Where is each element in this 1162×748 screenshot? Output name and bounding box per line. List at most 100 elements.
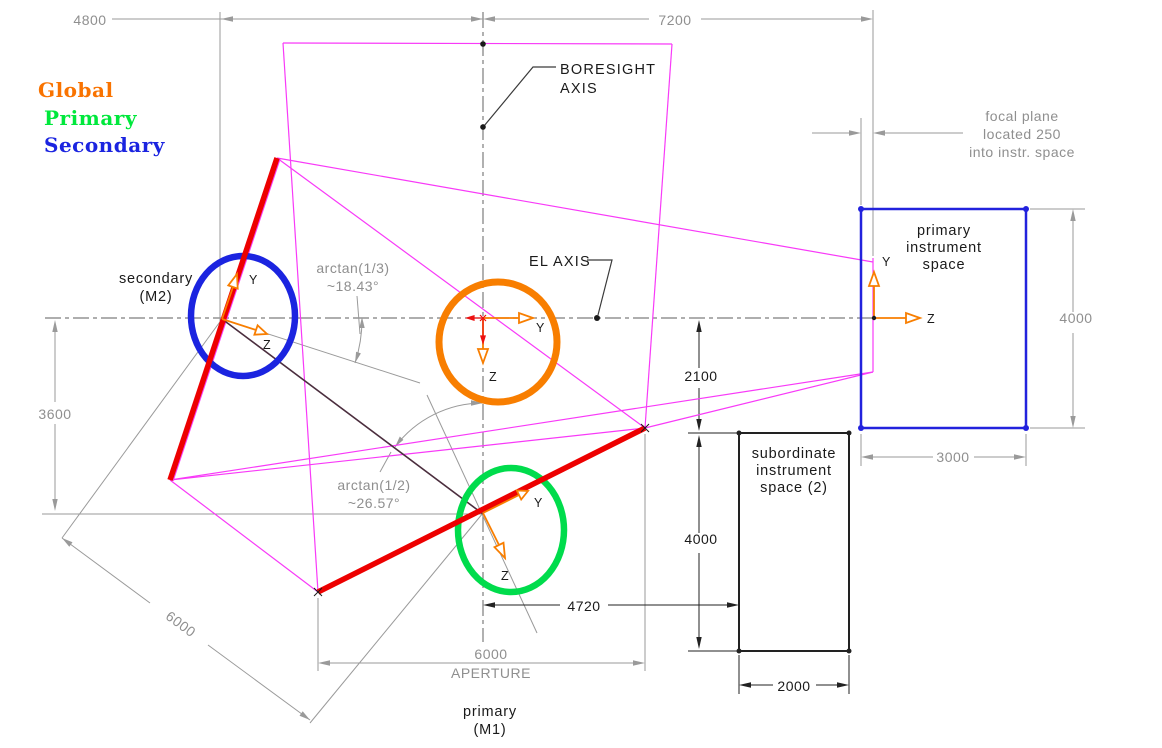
- coordinate-frames: [221, 269, 923, 561]
- primary-z-label: Z: [501, 569, 509, 583]
- corner-dot: [1023, 425, 1029, 431]
- instrument-origin-dot: [871, 315, 877, 321]
- arrow-4720-left: [483, 602, 495, 608]
- focal-plane-note-line1: focal plane: [985, 108, 1058, 124]
- arrow-arc26-b: [395, 436, 404, 447]
- el-axis-dot: [594, 315, 600, 321]
- ray-m2bottom-to-m1right: [169, 427, 646, 481]
- primary-mirror-label-line1: primary: [463, 704, 517, 720]
- dim-4800-label: 4800: [73, 12, 106, 28]
- primary-frame-circle: [454, 464, 568, 596]
- primary-z-axis: [482, 512, 500, 546]
- arrow-separation-bottom: [299, 711, 310, 720]
- secondary-frame-circle: [187, 252, 299, 380]
- global-frame-circle: [435, 278, 561, 406]
- global-y-arrowhead: [518, 311, 536, 325]
- dim-aperture-value: 6000: [474, 646, 507, 662]
- m1-right-x-marker2: [640, 423, 650, 433]
- dim-2000-label: 2000: [777, 678, 810, 694]
- primary-mirror-m1: [316, 425, 647, 595]
- arrow-4720-right: [727, 602, 739, 608]
- arrow-4000r-top: [1070, 209, 1076, 221]
- origin-x-marker2: [479, 314, 487, 322]
- arrow-separation-top: [62, 538, 73, 547]
- dim-4000-instr-label: 4000: [1059, 310, 1092, 326]
- corner-dot: [736, 648, 742, 654]
- primary-y-arrowhead: [515, 489, 530, 502]
- gray-dimension-lines: [42, 10, 1085, 724]
- corner-dot: [846, 648, 852, 654]
- corner-dot: [858, 425, 864, 431]
- ray-beam-top-edge: [282, 42, 673, 45]
- boresight-leader: [483, 66, 556, 127]
- dim-separation-line-a: [61, 537, 151, 604]
- dim-separation-line-b: [207, 644, 311, 721]
- arrow-3600-top: [52, 320, 58, 332]
- ray-beam-right-edge: [644, 43, 673, 429]
- boresight-leader-dot: [480, 124, 486, 130]
- arrow-4000r-bottom: [1070, 416, 1076, 428]
- dim-4000-sub-label: 4000: [684, 531, 717, 547]
- red-x-tick-arrow: [464, 314, 475, 322]
- end-markers: [313, 423, 650, 597]
- m1-angle-line1: arctan(1/2): [337, 477, 410, 493]
- instrument-y-label: Y: [882, 255, 891, 269]
- legend-primary: Primary: [44, 106, 138, 130]
- subordinate-box-corner-dots: [736, 430, 852, 654]
- light-rays: [169, 42, 874, 593]
- primary-z-arrowhead: [492, 541, 507, 561]
- arrow-250-right: [873, 130, 885, 136]
- primary-space-label-line1: primary: [917, 223, 971, 239]
- secondary-z-arrowhead: [253, 323, 270, 336]
- instrument-z-label: Z: [927, 312, 935, 326]
- arrow-arc26-a: [471, 400, 483, 406]
- secondary-y-arrowhead: [226, 271, 239, 290]
- el-axis-leader: [587, 259, 613, 316]
- arrow-2100-top: [696, 320, 702, 332]
- instrument-y-arrowhead: [867, 269, 881, 287]
- arrow-3600-bottom: [52, 499, 58, 511]
- corner-dot: [736, 430, 742, 436]
- primary-space-label-line3: space: [923, 257, 966, 273]
- arrow-7200-left: [483, 16, 495, 22]
- legend-global: Global: [38, 78, 114, 102]
- secondary-z-axis: [221, 318, 257, 331]
- secondary-mirror-label-line1: secondary: [119, 271, 193, 287]
- ray-m2-to-focal-top: [276, 157, 874, 263]
- black-dimension-lines: [495, 322, 850, 694]
- primary-instrument-space-box: [859, 207, 1028, 430]
- m2-angle-line1: arctan(1/3): [316, 260, 389, 276]
- corner-dot: [858, 206, 864, 212]
- primary-box-corner-dots: [858, 206, 1029, 431]
- arrow-4000l-top: [696, 435, 702, 447]
- arrow-aperture-left: [318, 660, 330, 666]
- dim-3000-label: 3000: [936, 449, 969, 465]
- boresight-axis-label-line1: BORESIGHT: [560, 62, 656, 78]
- m1-angle-line2: ~26.57°: [348, 495, 400, 511]
- global-origin-red-marks: [464, 314, 487, 346]
- global-z-label: Z: [489, 370, 497, 384]
- legend-secondary: Secondary: [44, 133, 166, 157]
- fold-axis-line: [221, 318, 484, 515]
- primary-y-axis: [482, 494, 520, 514]
- arrow-arc18-b: [355, 351, 361, 363]
- global-y-label: Y: [536, 321, 545, 335]
- arrow-250-left: [849, 130, 861, 136]
- secondary-y-axis: [221, 286, 234, 320]
- corner-dot: [846, 430, 852, 436]
- arrow-2000-right: [837, 682, 849, 688]
- subordinate-space-label-line3: space (2): [760, 480, 828, 496]
- primary-y-label: Y: [534, 496, 543, 510]
- m1-left-x-marker2: [313, 587, 323, 597]
- dim-7200-label: 7200: [658, 12, 691, 28]
- ext-line-separation-a: [61, 318, 223, 539]
- primary-space-label-line2: instrument: [906, 240, 982, 256]
- arrow-3000-right: [1014, 454, 1026, 460]
- corner-dot: [1023, 206, 1029, 212]
- m1-angle-arc: [394, 402, 484, 448]
- red-z-tick-arrow: [479, 335, 487, 346]
- boresight-axis-label-line2: AXIS: [560, 81, 598, 97]
- subordinate-instrument-space-box: [738, 432, 850, 652]
- arrow-7200-right: [861, 16, 873, 22]
